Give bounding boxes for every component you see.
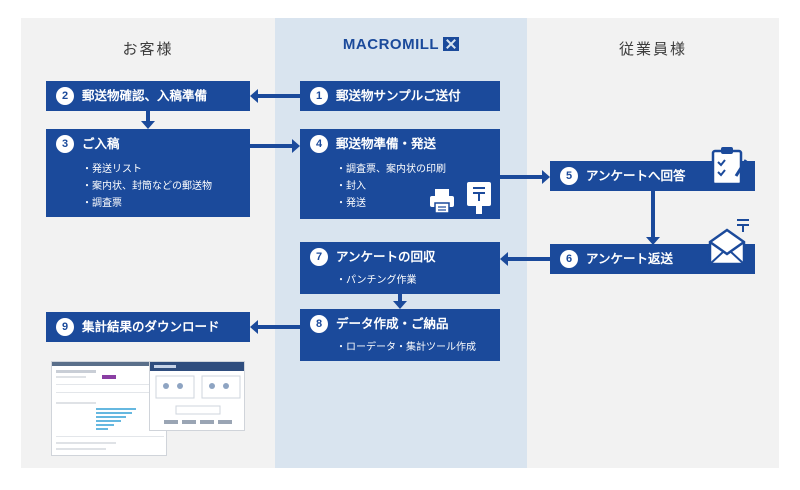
step-8-box: 8 データ作成・ご納品 ローデータ・集計ツール作成 xyxy=(300,309,500,361)
step-9-title: 集計結果のダウンロード xyxy=(82,319,220,334)
macromill-logo: MACROMILL xyxy=(275,36,527,53)
step-9-number: 9 xyxy=(56,318,74,336)
arrow-7-to-8 xyxy=(398,294,402,301)
step-2-box: 2 郵送物確認、入稿準備 xyxy=(46,81,250,111)
step-5-number: 5 xyxy=(560,167,578,185)
flow-diagram: お客様 MACROMILL 従業員様 1 郵送物サンプルご送付 2 郵送物確認、… xyxy=(21,18,779,468)
step-6-number: 6 xyxy=(560,250,578,268)
dashboard-screenshot-thumbnail xyxy=(149,361,245,431)
step-3-title: ご入稿 xyxy=(82,136,120,151)
arrow-2-to-3-head xyxy=(141,121,155,129)
step-3-item: 調査票 xyxy=(82,195,212,212)
arrow-5-to-6 xyxy=(651,191,655,237)
step-6-title: アンケート返送 xyxy=(586,251,674,266)
postbox-icon xyxy=(467,182,491,214)
arrow-2-to-3 xyxy=(146,111,150,121)
arrow-4-to-5 xyxy=(500,175,542,179)
arrow-3-to-4-head xyxy=(292,139,300,153)
arrow-3-to-4 xyxy=(250,144,292,148)
step-3-number: 3 xyxy=(56,135,74,153)
step-7-item: パンチング作業 xyxy=(336,272,417,289)
arrow-7-to-8-head xyxy=(393,301,407,309)
step-4-items: 調査票、案内状の印刷 封入 発送 xyxy=(336,161,446,212)
arrow-1-to-2-head xyxy=(250,89,258,103)
arrow-6-to-7-head xyxy=(500,252,508,266)
envelope-icon xyxy=(708,219,749,266)
step-3-box: 3 ご入稿 発送リスト 案内状、封筒などの郵送物 調査票 xyxy=(46,129,250,217)
step-4-item: 調査票、案内状の印刷 xyxy=(336,161,446,178)
panel-column-title: 従業員様 xyxy=(618,40,687,58)
step-7-number: 7 xyxy=(310,248,328,266)
arrow-6-to-7 xyxy=(508,257,550,261)
arrow-8-to-9 xyxy=(258,325,300,329)
step-8-item: ローデータ・集計ツール作成 xyxy=(336,339,476,356)
step-8-title: データ作成・ご納品 xyxy=(336,316,449,331)
printer-icon xyxy=(430,189,454,214)
step-8-items: ローデータ・集計ツール作成 xyxy=(336,339,476,356)
step-1-box: 1 郵送物サンプルご送付 xyxy=(300,81,500,111)
step-4-item: 発送 xyxy=(336,195,446,212)
step-7-title: アンケートの回収 xyxy=(336,249,436,264)
step-1-number: 1 xyxy=(310,87,328,105)
customer-column-title: お客様 xyxy=(122,40,174,58)
arrow-4-to-5-head xyxy=(542,170,550,184)
brand-name: MACROMILL xyxy=(342,36,440,53)
step-3-item: 案内状、封筒などの郵送物 xyxy=(82,178,212,195)
clipboard-icon xyxy=(711,147,748,186)
step-5-title: アンケートへ回答 xyxy=(586,168,686,183)
step-4-number: 4 xyxy=(310,135,328,153)
step-8-number: 8 xyxy=(310,315,328,333)
step-4-title: 郵送物準備・発送 xyxy=(336,136,437,151)
step-1-title: 郵送物サンプルご送付 xyxy=(336,88,461,103)
step-2-title: 郵送物確認、入稿準備 xyxy=(82,88,208,103)
step-3-item: 発送リスト xyxy=(82,161,212,178)
step-9-box: 9 集計結果のダウンロード xyxy=(46,312,250,342)
step-2-number: 2 xyxy=(56,87,74,105)
step-7-items: パンチング作業 xyxy=(336,272,417,289)
report-screenshot-image xyxy=(52,362,166,450)
step-7-box: 7 アンケートの回収 パンチング作業 xyxy=(300,242,500,294)
arrow-1-to-2 xyxy=(258,94,300,98)
step-3-items: 発送リスト 案内状、封筒などの郵送物 調査票 xyxy=(82,161,212,212)
dashboard-screenshot-image xyxy=(150,362,244,424)
arrow-8-to-9-head xyxy=(250,320,258,334)
step-4-box: 4 郵送物準備・発送 調査票、案内状の印刷 封入 発送 xyxy=(300,129,500,219)
brand-mark-icon xyxy=(443,37,460,51)
report-screenshot-thumbnail xyxy=(51,361,167,456)
step-4-item: 封入 xyxy=(336,178,446,195)
arrow-5-to-6-head xyxy=(646,237,660,245)
